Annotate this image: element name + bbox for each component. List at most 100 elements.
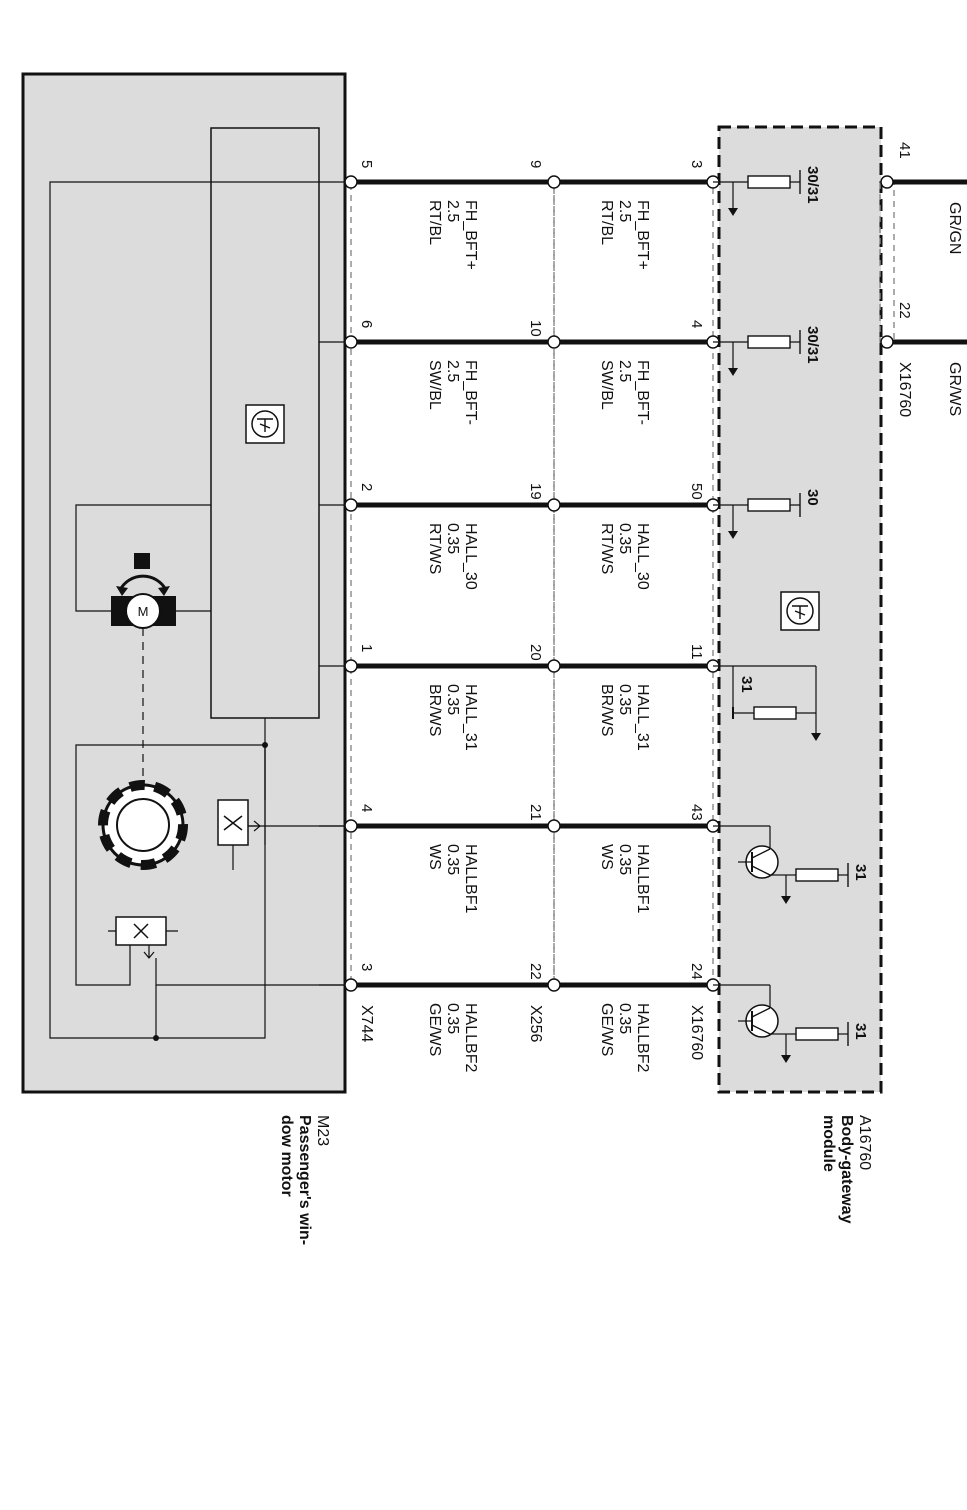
- motor-code: M23: [314, 1115, 331, 1146]
- pin-number-motor: 5: [358, 160, 375, 168]
- wire-color-label: SW/BL: [426, 360, 443, 410]
- wire-color-label: RT/BL: [426, 200, 443, 245]
- connector-pin: [547, 335, 561, 349]
- pin-number-motor: 6: [358, 320, 375, 328]
- motor-icon: M: [111, 553, 176, 629]
- wire-size-label: 2.5: [616, 360, 633, 382]
- resistor-icon: [747, 498, 791, 512]
- wire-size-label: 2.5: [444, 200, 461, 222]
- ground-label: 30/31: [804, 326, 821, 364]
- wire-color-label: WS: [598, 844, 615, 870]
- wire-color-label: BR/WS: [598, 684, 615, 736]
- resistor-icon: [747, 335, 791, 349]
- motor-internal-wire-b: [75, 504, 211, 612]
- connector-label-inline: X256: [527, 1005, 544, 1042]
- wire-color-label: RT/BL: [598, 200, 615, 245]
- connector-label-module-upper: X16760: [896, 362, 913, 417]
- wire-signal-label: HALLBF2: [634, 1003, 651, 1072]
- connector-label-module: X16760: [688, 1005, 705, 1060]
- resistor-icon: [753, 706, 797, 720]
- wire-size-label: 0.35: [444, 844, 461, 875]
- pin-number-motor: 1: [358, 644, 375, 652]
- wire-color-label: GE/WS: [598, 1003, 615, 1056]
- pin-number-inline: 22: [527, 963, 544, 980]
- wire-signal-label: FH_BFT-: [462, 360, 479, 425]
- supply-pin-number: 22: [896, 302, 913, 319]
- pin-number-inline: 21: [527, 804, 544, 821]
- connector-pin: [344, 175, 358, 189]
- wire-signal-label: HALLBF1: [462, 844, 479, 913]
- pin-number-module: 43: [688, 804, 705, 821]
- connector-pin: [344, 978, 358, 992]
- connector-pin: [547, 498, 561, 512]
- ground-label: 31: [852, 864, 869, 881]
- wire-size-label: 0.35: [616, 684, 633, 715]
- wire-signal-label: HALL_31: [462, 684, 479, 751]
- wire-signal-label: HALL_31: [634, 684, 651, 751]
- supply-color-label: GR/WS: [946, 362, 963, 416]
- pin-number-inline: 19: [527, 483, 544, 500]
- connector-label-motor: X744: [358, 1005, 375, 1042]
- module-name-line-1: Body-gateway: [838, 1115, 855, 1224]
- module-code: A16760: [856, 1115, 873, 1170]
- wire-signal-label: FH_BFT-: [634, 360, 651, 425]
- ground-label: 31: [852, 1023, 869, 1040]
- wire-color-label: GE/WS: [426, 1003, 443, 1056]
- wire-signal-label: HALLBF2: [462, 1003, 479, 1072]
- module-name-line-2: module: [820, 1115, 837, 1172]
- wire-signal-label: FH_BFT+: [462, 200, 479, 270]
- wire-size-label: 0.35: [616, 1003, 633, 1034]
- pin-number-inline: 10: [527, 320, 544, 337]
- motor-label-group: M23 Passenger's win- dow motor: [278, 1115, 331, 1245]
- transistor-icon: [780, 591, 820, 631]
- svg-text:M: M: [138, 604, 149, 619]
- ground-label: 30: [804, 489, 821, 506]
- wire-size-label: 2.5: [444, 360, 461, 382]
- wire-color-label: WS: [426, 844, 443, 870]
- transistor-icon: [245, 404, 285, 444]
- hall-sensor-icon: [108, 916, 178, 959]
- connector-pin: [344, 335, 358, 349]
- wire-color-label: SW/BL: [598, 360, 615, 410]
- wire-signal-label: HALLBF1: [634, 844, 651, 913]
- wire-signal-label: FH_BFT+: [634, 200, 651, 270]
- connector-pin: [344, 659, 358, 673]
- connector-pin: [547, 819, 561, 833]
- supply-color-label: GR/GN: [946, 202, 963, 254]
- wire-signal-label: HALL_30: [634, 523, 651, 590]
- module-label-group: A16760 Body-gateway module: [820, 1115, 873, 1224]
- resistor-icon: [795, 868, 839, 882]
- resistor-icon: [795, 1027, 839, 1041]
- wire-size-label: 0.35: [444, 684, 461, 715]
- resistor-icon: [747, 175, 791, 189]
- pin-number-motor: 4: [358, 804, 375, 812]
- pin-number-module: 3: [688, 160, 705, 168]
- ground-label: 30/31: [804, 166, 821, 204]
- pin-number-inline: 20: [527, 644, 544, 661]
- wire-color-label: RT/WS: [598, 523, 615, 574]
- connector-pin: [547, 978, 561, 992]
- wire-signal-label: HALL_30: [462, 523, 479, 590]
- pin-number-inline: 9: [527, 160, 544, 168]
- connector-pin: [547, 175, 561, 189]
- wire-size-label: 0.35: [616, 844, 633, 875]
- supply-pin-number: 41: [896, 142, 913, 159]
- pin-number-module: 24: [688, 963, 705, 980]
- motor-name-line-2: dow motor: [278, 1115, 295, 1197]
- wire-size-label: 0.35: [444, 523, 461, 554]
- pin-number-module: 4: [688, 320, 705, 328]
- pin-number-motor: 3: [358, 963, 375, 971]
- wire-color-label: RT/WS: [426, 523, 443, 574]
- connector-pin: [880, 175, 894, 189]
- ring-magnet-icon: [98, 780, 188, 870]
- pin-number-module: 11: [688, 644, 705, 660]
- motor-internal-wire-d: [75, 744, 265, 986]
- connector-pin: [547, 659, 561, 673]
